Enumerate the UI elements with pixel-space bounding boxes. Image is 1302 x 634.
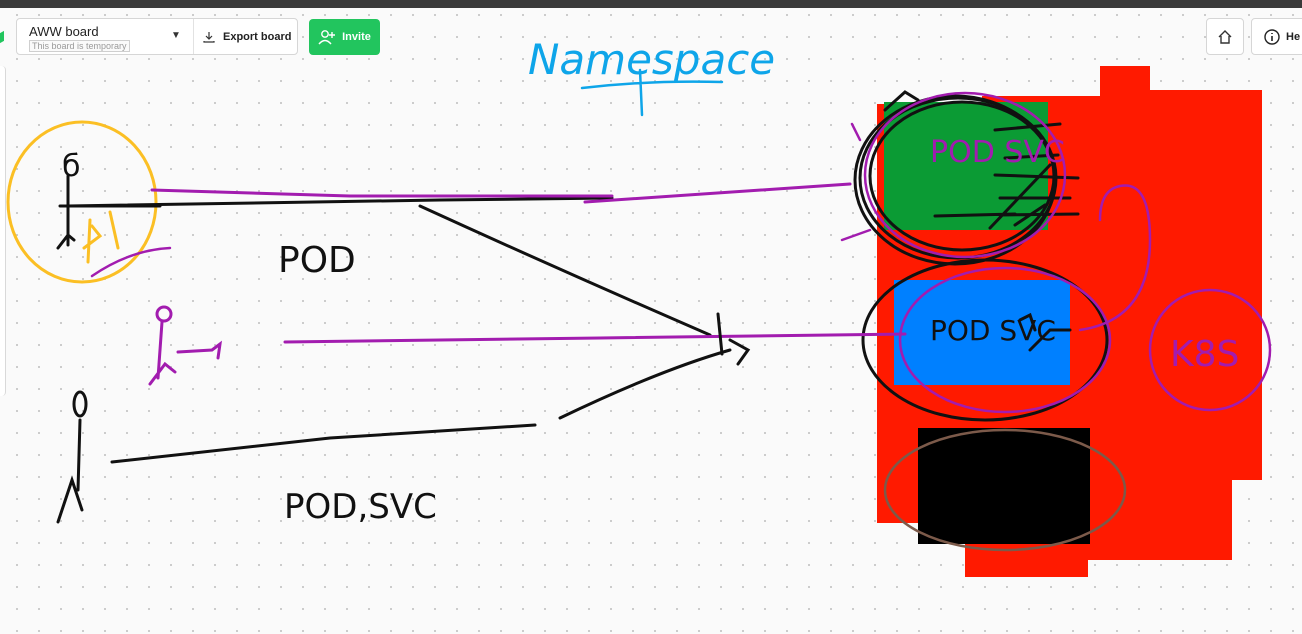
namespace-underline [580, 68, 724, 117]
k8s-circle [1148, 288, 1272, 412]
blue-box-scribbles [861, 258, 1109, 422]
user-plus-icon [318, 30, 336, 45]
blue-pod-box [894, 280, 1070, 385]
namespace-label: Namespace [528, 35, 775, 84]
download-icon [203, 32, 215, 43]
board-status-badge: This board is temporary [29, 40, 130, 52]
board-name: AWW board [29, 24, 99, 39]
board-selector[interactable]: AWW board This board is temporary ▼ Expo… [16, 18, 298, 55]
home-button[interactable] [1206, 18, 1244, 55]
pod-label: POD [278, 240, 356, 281]
pod-svc-label: POD,SVC [284, 487, 437, 527]
export-board-button[interactable]: Export board [203, 28, 291, 46]
k8s-label: K8S [1170, 334, 1239, 375]
export-board-label: Export board [223, 31, 292, 43]
left-toolbar-rail[interactable] [0, 66, 6, 396]
black-box [918, 428, 1090, 544]
user-figure-3 [56, 390, 88, 524]
window-top-strip [0, 0, 1302, 8]
user-figure-1: б [6, 120, 172, 284]
svg-text:б: б [62, 149, 81, 184]
blue-pod-label: POD SVC [930, 314, 1056, 347]
black-box-brown-ellipse [883, 428, 1127, 552]
blue-box-purple-ink [898, 184, 1152, 414]
green-pod-label: POD SVC [930, 135, 1065, 170]
info-icon [1264, 28, 1280, 45]
home-icon [1218, 29, 1232, 44]
help-label: He [1286, 30, 1301, 43]
green-pod-box [884, 102, 1048, 230]
invite-button[interactable]: Invite [309, 19, 380, 55]
toolbar-divider [193, 19, 194, 54]
help-button[interactable]: He [1251, 18, 1302, 55]
chevron-down-icon[interactable]: ▼ [171, 30, 181, 41]
green-box-purple-ink: POD SVC [840, 91, 1067, 259]
user-figure-2 [148, 305, 222, 386]
connection-lines [66, 182, 907, 464]
invite-label: Invite [342, 31, 371, 43]
